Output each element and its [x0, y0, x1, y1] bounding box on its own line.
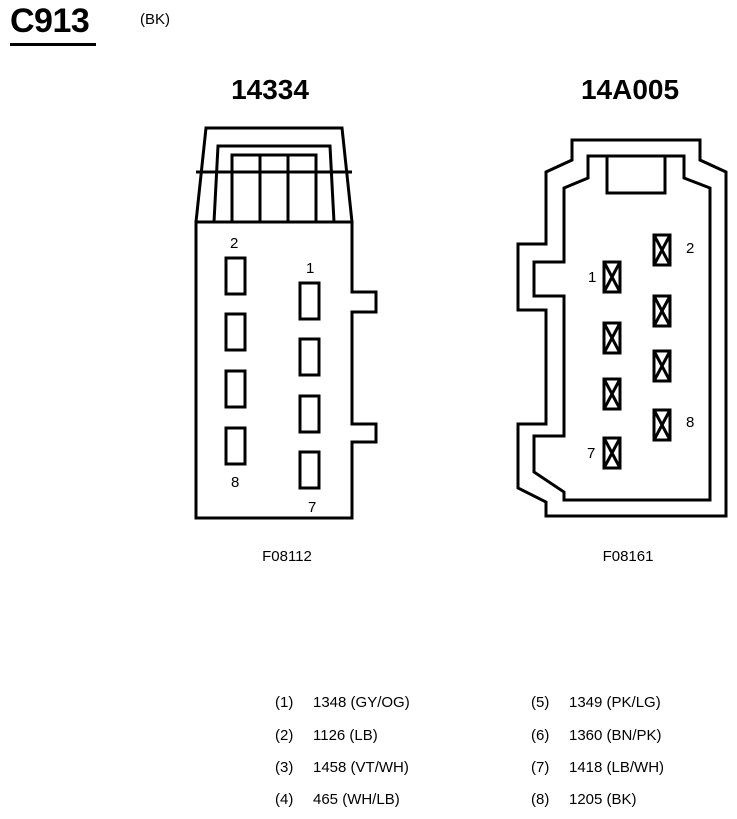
legend-circuit: 1126 (LB): [313, 727, 378, 744]
legend-pin: (2): [275, 727, 294, 744]
left-part-number: 14334: [231, 74, 309, 105]
left-cavity-3: [298, 337, 321, 377]
legend-pin: (7): [531, 759, 550, 776]
legend-circuit: 465 (WH/LB): [313, 791, 400, 808]
left-cavity-5: [298, 394, 321, 434]
left-pin-label-2: 2: [230, 235, 238, 252]
left-cavity-1: [298, 281, 321, 321]
right-pin-label-7: 7: [587, 445, 595, 462]
right-cavity-5: [602, 377, 622, 411]
left-body: [194, 220, 378, 520]
right-cavity-1: [602, 260, 622, 294]
left-latch-inner2: [230, 153, 318, 222]
right-cavity-7: [602, 436, 622, 470]
right-connector-drawing: [516, 138, 728, 518]
left-cavity-4: [224, 312, 247, 352]
legend-row: (6) 1360 (BN/PK): [531, 727, 662, 744]
left-connector-drawing: [194, 126, 378, 520]
right-cavity-4: [652, 294, 672, 328]
right-pin-label-2: 2: [686, 240, 694, 257]
left-cavity-8: [224, 426, 247, 466]
connector-color: (BK): [140, 11, 170, 28]
legend-row: (1) 1348 (GY/OG): [275, 694, 410, 711]
legend-circuit: 1349 (PK/LG): [569, 694, 661, 711]
right-cavity-2: [652, 233, 672, 267]
right-outer-shell: [516, 138, 728, 518]
connector-id-underline: [10, 43, 96, 46]
legend-pin: (8): [531, 791, 550, 808]
legend-pin: (3): [275, 759, 294, 776]
legend-pin: (4): [275, 791, 294, 808]
right-pin-label-1: 1: [588, 269, 596, 286]
right-cavity-3: [602, 321, 622, 355]
connector-id: C913: [10, 2, 90, 40]
right-latch-window: [605, 154, 667, 195]
left-cavity-7: [298, 450, 321, 490]
right-cavity-6: [652, 349, 672, 383]
legend-row: (5) 1349 (PK/LG): [531, 694, 661, 711]
left-pin-labels: 2 1 8 7: [230, 235, 316, 516]
legend-circuit: 1205 (BK): [569, 791, 637, 808]
legend-circuit: 1348 (GY/OG): [313, 694, 410, 711]
legend-circuit: 1418 (LB/WH): [569, 759, 665, 776]
legend-row: (3) 1458 (VT/WH): [275, 759, 409, 776]
right-inner-shell: [532, 154, 712, 502]
legend-row: (2) 1126 (LB): [275, 727, 378, 744]
right-figure-code: F08161: [602, 548, 654, 565]
left-latch: [194, 126, 354, 223]
left-pin-label-8: 8: [231, 474, 239, 491]
legend-circuit: 1458 (VT/WH): [313, 759, 409, 776]
left-figure-code: F08112: [262, 548, 312, 565]
left-cavity-2: [224, 256, 247, 296]
right-part-number: 14A005: [580, 74, 680, 105]
left-pin-label-1: 1: [306, 260, 314, 277]
left-cavity-6: [224, 369, 247, 409]
legend-pin: (5): [531, 694, 550, 711]
left-latch-inner: [212, 144, 336, 223]
left-pin-label-7: 7: [308, 499, 316, 516]
legend-row: (8) 1205 (BK): [531, 791, 637, 808]
right-pin-label-8: 8: [686, 414, 694, 431]
legend-row: (4) 465 (WH/LB): [275, 791, 400, 808]
right-cavity-8: [652, 408, 672, 442]
legend-pin: (6): [531, 727, 550, 744]
right-pin-labels: 2 1 8 7: [587, 240, 694, 462]
legend-pin: (1): [275, 694, 294, 711]
legend-circuit: 1360 (BN/PK): [569, 727, 662, 744]
legend-row: (7) 1418 (LB/WH): [531, 759, 664, 776]
